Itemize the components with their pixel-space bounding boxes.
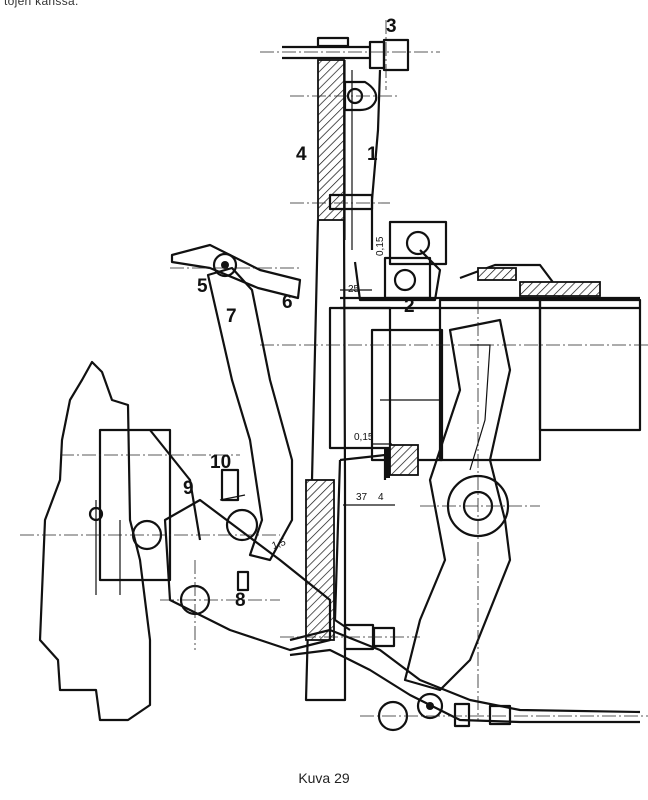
callout-1: 1: [367, 144, 378, 165]
dimension-0-15-upper: 0,15: [375, 236, 386, 256]
callout-8: 8: [235, 590, 246, 611]
dimension-37: 37: [356, 492, 368, 503]
figure-caption: Kuva 29: [298, 770, 350, 786]
vertical-plate-4: [304, 59, 353, 702]
dimension-0-15-lower: 0,15: [354, 432, 374, 443]
callout-10: 10: [210, 452, 231, 473]
callout-7: 7: [226, 306, 237, 327]
callout-9: 9: [183, 478, 194, 499]
pivot-bracket: [160, 468, 332, 652]
dimension-4: 4: [378, 492, 384, 503]
callout-6: 6: [282, 292, 293, 313]
dimension-1-5: 1,5: [271, 537, 288, 552]
callout-2: 2: [404, 296, 415, 317]
callout-3: 3: [386, 16, 397, 37]
top-cropped-text: tojen kanssa.: [4, 0, 79, 8]
callout-5: 5: [197, 276, 208, 297]
left-housing: [20, 360, 280, 722]
top-bolt-3: [260, 20, 440, 250]
callout-4: 4: [296, 144, 307, 165]
lower-linkage: [280, 623, 648, 732]
bearing-assembly-2: [340, 220, 640, 310]
pedal-arm-7: [170, 243, 302, 562]
release-fork: [403, 300, 540, 720]
